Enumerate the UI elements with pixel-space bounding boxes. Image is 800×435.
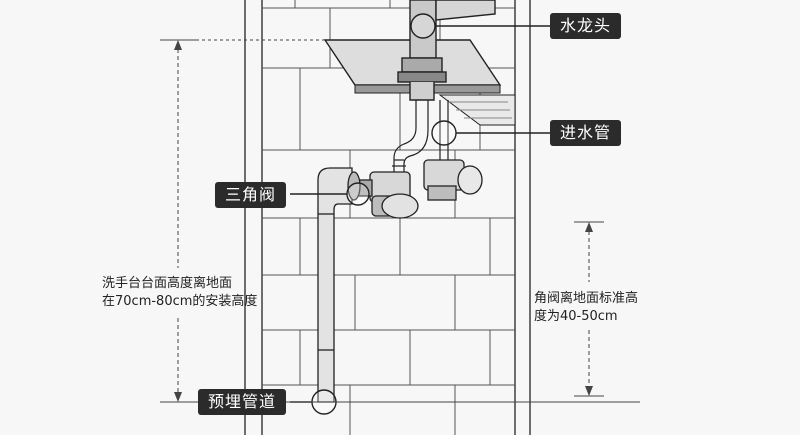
angle-valve-label: 三角阀 <box>215 182 287 208</box>
countertop-height-dimension <box>160 39 325 403</box>
embedded-pipe-label: 预埋管道 <box>198 389 287 415</box>
inlet-pipe-label: 进水管 <box>550 120 622 146</box>
left-angle-valve <box>351 171 419 219</box>
valve-height-note-line1: 角阀离地面标准高 <box>534 291 639 306</box>
valve-height-note-line2: 度为40-50cm <box>534 309 618 324</box>
valve-height-dimension <box>574 221 604 397</box>
right-angle-valve <box>423 159 483 201</box>
inlet-hose <box>392 100 449 172</box>
embedded-pipe <box>317 167 361 403</box>
callouts <box>290 13 550 415</box>
faucet <box>397 0 496 101</box>
countertop-height-note: 洗手台台面高度离地面 在70cm-80cm的安装高度 <box>102 275 257 311</box>
faucet-label: 水龙头 <box>550 13 622 39</box>
countertop-height-note-line1: 洗手台台面高度离地面 <box>102 276 233 291</box>
countertop-height-note-line2: 在70cm-80cm的安装高度 <box>102 294 258 309</box>
valve-height-note: 角阀离地面标准高 度为40-50cm <box>534 290 638 326</box>
